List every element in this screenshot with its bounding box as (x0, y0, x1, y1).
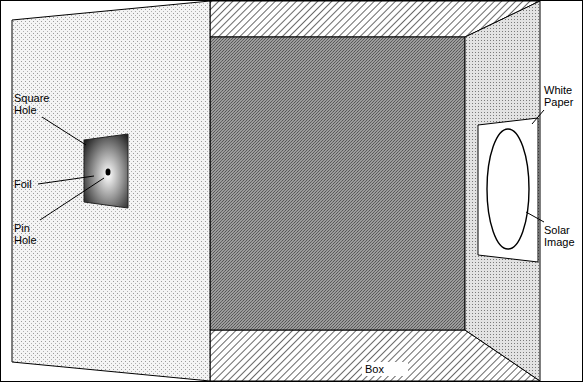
box-back (210, 37, 465, 330)
box-right (465, 1, 540, 381)
leader-lines (38, 110, 544, 222)
callout-label: Pin Hole (14, 222, 48, 246)
white-paper (478, 118, 538, 262)
callout-label: White Paper (544, 84, 580, 108)
box-left (12, 1, 210, 381)
callout-label: Foil (14, 178, 44, 190)
callout-label: Square Hole (14, 92, 60, 116)
callout-label: Solar Image (544, 224, 580, 248)
pin-hole (106, 169, 111, 176)
solar-image (487, 129, 529, 249)
callout-label: Box (362, 362, 408, 376)
foil (84, 134, 128, 208)
